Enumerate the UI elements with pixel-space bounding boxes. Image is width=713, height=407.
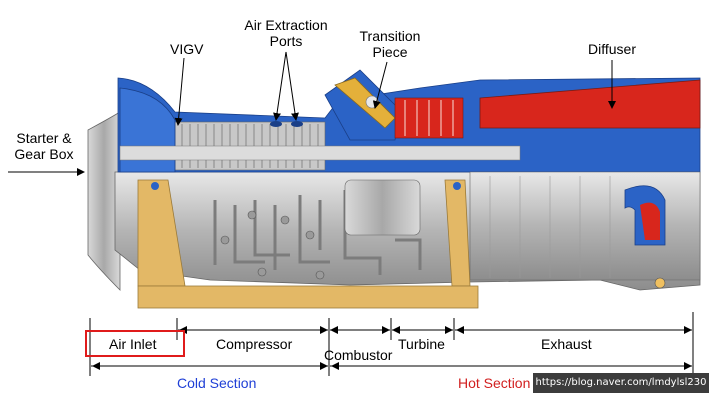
label-air-extraction-line2: Ports bbox=[269, 33, 303, 49]
support-frame bbox=[137, 179, 479, 309]
air-extraction-pointer-2 bbox=[285, 51, 299, 121]
label-vigv: VIGV bbox=[170, 41, 204, 57]
label-starter-line2: Gear Box bbox=[14, 146, 74, 162]
turbine-blade-lines bbox=[404, 100, 454, 136]
label-starter-line1: Starter & bbox=[16, 130, 72, 146]
section-exhaust: Exhaust bbox=[541, 336, 592, 352]
section-air-inlet: Air Inlet bbox=[109, 336, 157, 352]
watermark-url: https://blog.naver.com/lmdylsl230 bbox=[533, 373, 709, 393]
inlet-bellmouth bbox=[87, 111, 121, 291]
combustor-assembly bbox=[324, 69, 401, 141]
diffuser-shape bbox=[479, 79, 701, 129]
label-air-extraction-ports: Air Extraction Ports bbox=[230, 17, 342, 49]
transition-piece-pointer bbox=[372, 61, 388, 109]
label-transition-piece: Transition Piece bbox=[350, 28, 430, 60]
combustor-cans bbox=[344, 179, 421, 236]
air-extraction-pointer-1 bbox=[273, 51, 287, 121]
section-ruler bbox=[89, 312, 694, 376]
label-transition-line2: Piece bbox=[372, 44, 408, 60]
rotor-shaft bbox=[119, 145, 521, 161]
air-extraction-port-1 bbox=[270, 121, 282, 127]
label-diffuser: Diffuser bbox=[588, 41, 636, 57]
label-transition-line1: Transition bbox=[359, 28, 421, 44]
air-inlet-highlight-box bbox=[85, 330, 185, 357]
section-cold: Cold Section bbox=[177, 375, 257, 391]
section-arrows bbox=[91, 326, 692, 370]
section-combustor: Combustor bbox=[324, 347, 393, 363]
vigv-pointer bbox=[174, 57, 185, 126]
label-air-extraction-line1: Air Extraction bbox=[244, 17, 328, 33]
section-hot: Hot Section bbox=[458, 375, 531, 391]
air-extraction-port-2 bbox=[291, 121, 303, 127]
exhaust-casing bbox=[469, 171, 701, 281]
section-turbine: Turbine bbox=[398, 336, 445, 352]
label-starter-gear-box: Starter & Gear Box bbox=[2, 130, 86, 162]
section-compressor: Compressor bbox=[216, 336, 293, 352]
